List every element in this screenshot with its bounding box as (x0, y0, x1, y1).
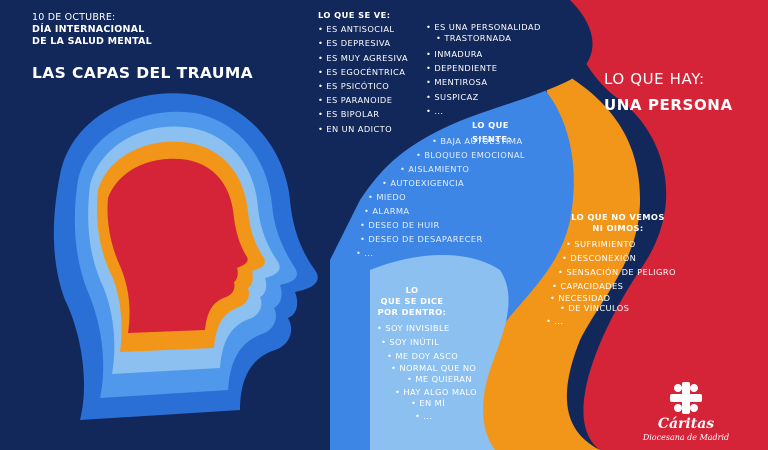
se-ve-list-1: ES ANTISOCIAL ES DEPRESIVA ES MUY AGRESI… (318, 22, 408, 136)
list-item: CAPACIDADES (552, 279, 680, 293)
right-title-line2: UNA PERSONA (604, 96, 733, 114)
list-item: DESEO DE HUIR (360, 218, 440, 232)
right-title-line1: LO QUE HAY: (604, 70, 705, 88)
list-item: NECESIDAD (550, 293, 680, 303)
list-item: ES BIPOLAR (318, 107, 408, 121)
se-ve-list-3: INMADURA DEPENDIENTE MENTIROSA SUSPICAZ … (426, 47, 541, 118)
list-item: INMADURA (426, 47, 541, 61)
logo-name: Cáritas (657, 416, 715, 432)
list-item: SENSACIÓN DE PELIGRO (556, 265, 680, 279)
dentro-list: SOY INVISIBLE SOY INÚTIL ME DOY ASCO NOR… (377, 321, 477, 423)
logo-subtitle: Diocesana de Madrid (642, 433, 730, 442)
caritas-cross-icon (670, 382, 702, 414)
list-item: ES EGOCÉNTRICA (318, 65, 408, 79)
list-item: HAY ALGO MALO (377, 387, 477, 397)
list-item: ... (426, 104, 541, 118)
list-item: ES PSICÓTICO (318, 79, 408, 93)
se-ve-heading: LO QUE SE VE: (318, 10, 391, 20)
list-item: AISLAMIENTO (400, 162, 469, 176)
list-item: ... (546, 314, 680, 328)
list-item: EN UN ADICTO (318, 122, 408, 136)
list-item: DESEO DE DESAPARECER (360, 232, 483, 246)
dentro-section: LO QUE SE DICE POR DENTRO: SOY INVISIBLE… (377, 285, 477, 423)
dentro-heading: LO QUE SE DICE POR DENTRO: (377, 285, 447, 318)
list-item: MENTIROSA (426, 75, 541, 89)
se-ve-list-2: ES UNA PERSONALIDAD TRASTORNADA (426, 22, 541, 44)
list-item: ... (356, 246, 373, 260)
dentro-heading-3: POR DENTRO: (377, 307, 447, 317)
list-item: ES PARANOIDE (318, 93, 408, 107)
list-item: DEPENDIENTE (426, 61, 541, 75)
header-date: 10 DE OCTUBRE: (32, 12, 116, 23)
se-ve-section-2: ES UNA PERSONALIDAD TRASTORNADA INMADURA… (426, 22, 541, 118)
no-vemos-heading-1: LO QUE NO VEMOS (571, 212, 665, 222)
list-item: DESCONEXIÓN (556, 251, 680, 265)
no-vemos-list: SUFRIMIENTO DESCONEXIÓN SENSACIÓN DE PEL… (554, 237, 680, 328)
list-item: BAJA AUTOESTIMA (432, 134, 523, 148)
list-item: AUTOEXIGENCIA (382, 176, 464, 190)
no-vemos-section: LO QUE NO VEMOS NI OIMOS: SUFRIMIENTO DE… (554, 212, 680, 328)
list-item: ES UNA PERSONALIDAD (426, 22, 541, 33)
dentro-heading-2: QUE SE DICE (380, 296, 444, 306)
no-vemos-heading: LO QUE NO VEMOS NI OIMOS: (556, 212, 680, 234)
list-item: ... (377, 409, 477, 423)
page-title: LAS CAPAS DEL TRAUMA (32, 64, 254, 82)
header-day-line2: DE LA SALUD MENTAL (32, 36, 152, 47)
list-item: ES MUY AGRESIVA (318, 51, 408, 65)
list-item: NORMAL QUE NO (377, 363, 477, 373)
list-item: BLOQUEO EMOCIONAL (416, 148, 525, 162)
head-red (107, 158, 248, 333)
red-layer (560, 0, 768, 450)
list-item: SOY INÚTIL (377, 335, 477, 349)
list-item: ES ANTISOCIAL (318, 22, 408, 36)
no-vemos-heading-2: NI OIMOS: (592, 223, 644, 233)
list-item: ES DEPRESIVA (318, 36, 408, 50)
list-item: ME DOY ASCO (377, 349, 477, 363)
se-ve-section: LO QUE SE VE: ES ANTISOCIAL ES DEPRESIVA… (318, 8, 408, 136)
right-title: LO QUE HAY: UNA PERSONA (604, 66, 733, 118)
list-item-cont: TRASTORNADA (426, 33, 541, 44)
list-item: SUFRIMIENTO (556, 237, 680, 251)
list-item-cont: ME QUIERAN (377, 373, 477, 385)
list-item: SUSPICAZ (426, 90, 541, 104)
list-item-cont: DE VÍNCULOS (560, 303, 680, 314)
list-item: MIEDO (368, 190, 406, 204)
list-item: SOY INVISIBLE (377, 321, 477, 335)
header-day-line1: DÍA INTERNACIONAL (32, 24, 145, 35)
dentro-heading-1: LO (405, 285, 419, 295)
header-date-block: 10 DE OCTUBRE: DÍA INTERNACIONAL DE LA S… (32, 12, 152, 48)
list-item: ALARMA (364, 204, 410, 218)
list-item-cont: EN MÍ (377, 397, 477, 409)
caritas-logo: Cáritas Diocesana de Madrid (636, 380, 756, 446)
